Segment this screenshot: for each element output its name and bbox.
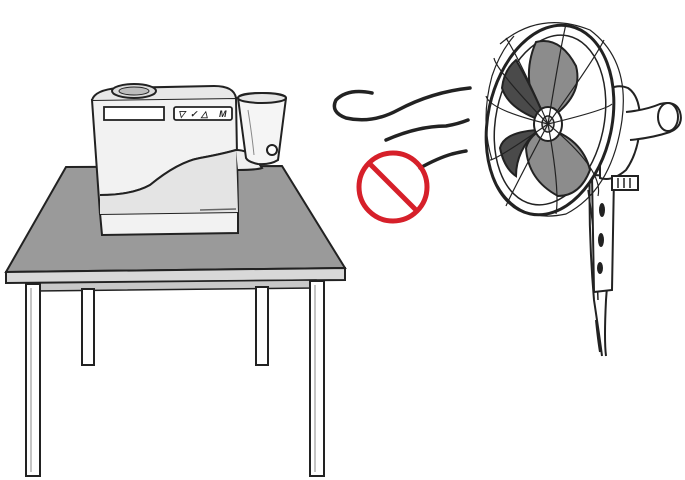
table-leg-back-right — [256, 287, 268, 365]
table-leg-front-right — [310, 281, 324, 476]
table-leg-front-left — [26, 284, 40, 476]
button-up-icon: △ — [200, 109, 208, 119]
fan-icon — [469, 13, 680, 356]
airflow-line-middle — [386, 120, 468, 140]
button-mode-label: M — [219, 109, 227, 119]
airflow-swirl — [334, 88, 470, 120]
analyzer-knob — [267, 145, 277, 155]
airflow-line-lower — [420, 151, 466, 168]
table-leg-back-left — [82, 289, 94, 365]
button-check-icon: ✓ — [190, 109, 198, 119]
prohibition-icon — [359, 153, 427, 221]
analyzer-display — [104, 107, 164, 120]
